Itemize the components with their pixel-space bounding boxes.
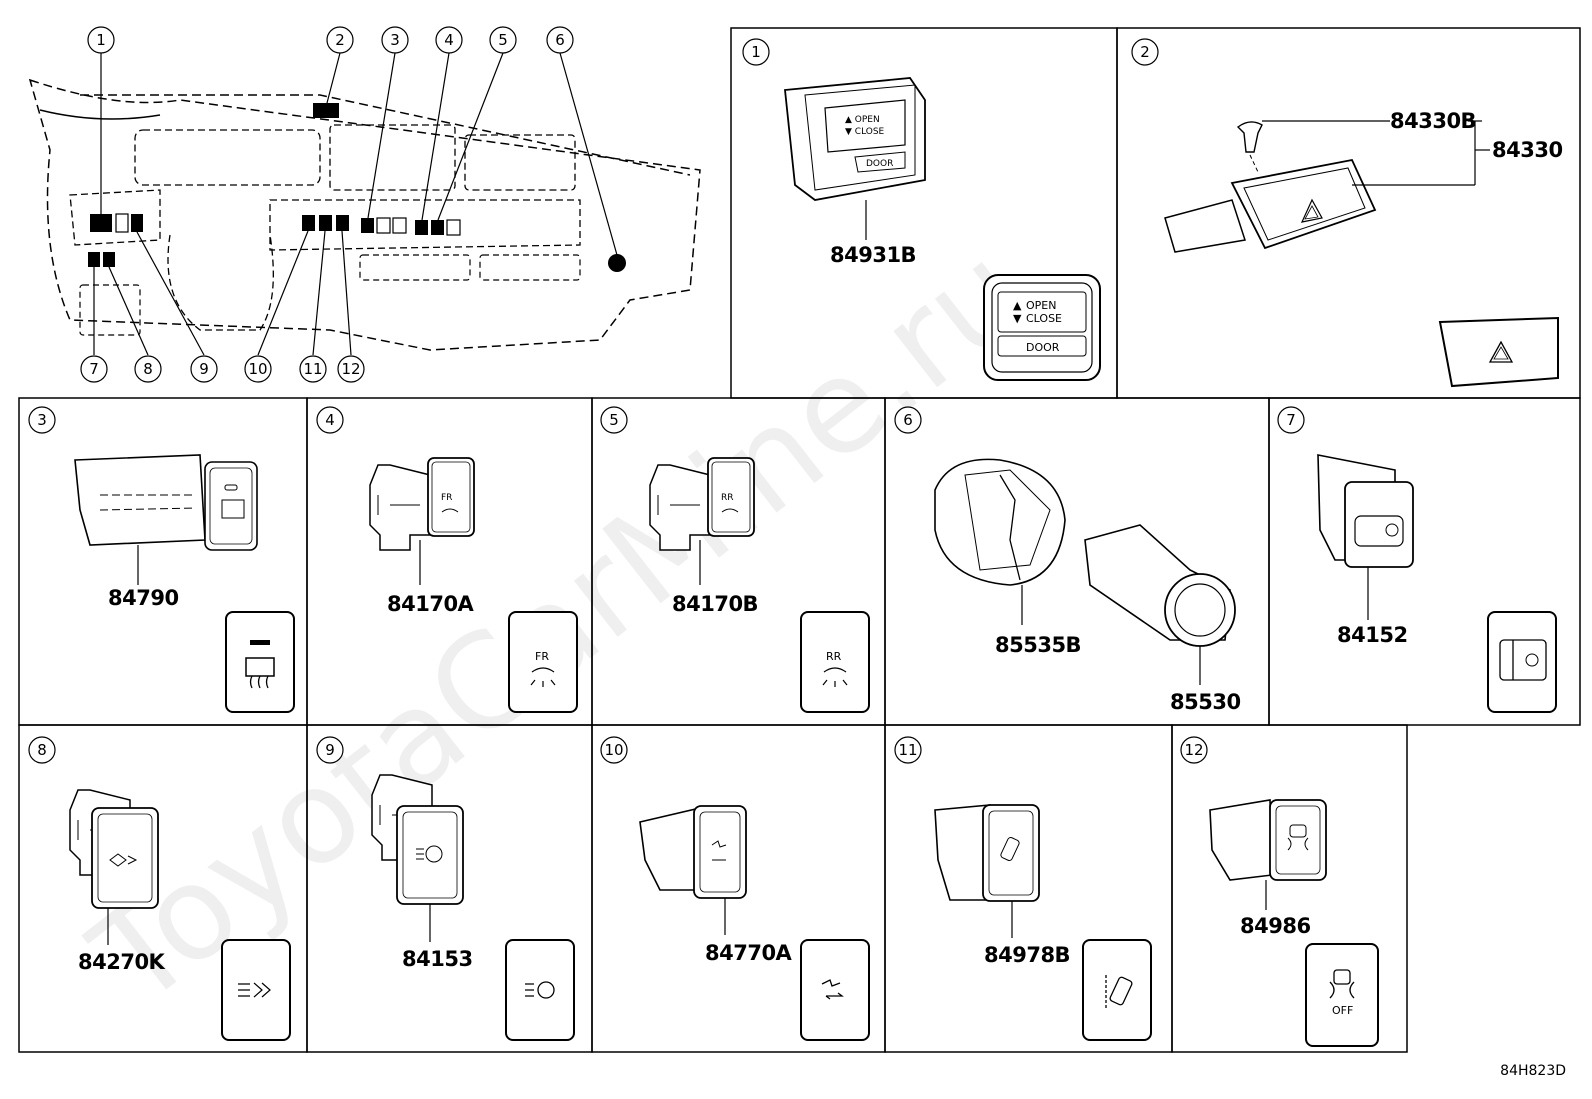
part-84270K: 84270K: [78, 950, 166, 974]
callout-3: 3: [390, 31, 400, 49]
part-84170A: 84170A: [387, 592, 475, 616]
panel-8-switch: 84270K: [69, 789, 291, 1041]
panel-11-switch: 84978B: [934, 804, 1152, 1041]
panel-9-switch: 84153: [371, 774, 575, 1041]
callout-12: 12: [341, 360, 360, 378]
panel-2-hazard-switch: 84330B 84330: [1164, 109, 1563, 388]
panel-10-switch: 84770A: [639, 805, 870, 1041]
part-84931B: 84931B: [830, 243, 916, 267]
part-85535B: 85535B: [995, 633, 1081, 657]
callout-4: 4: [444, 31, 454, 49]
panel-4-number: 4: [325, 411, 335, 429]
panel-6-number: 6: [903, 411, 913, 429]
svg-text:▲ OPEN: ▲ OPEN: [845, 115, 880, 125]
callout-7: 7: [89, 360, 99, 378]
dashboard-overview: 1 2 3 4 5 6 7 8 9 10 11 12: [28, 26, 701, 383]
panel-5-number: 5: [609, 411, 619, 429]
rr-icon-text: RR: [826, 650, 842, 663]
panel-10-number: 10: [604, 741, 623, 759]
part-84330: 84330: [1492, 138, 1563, 162]
part-84770A: 84770A: [705, 941, 793, 965]
callout-11: 11: [303, 360, 322, 378]
panel-5-rear-fog-switch: RR 84170B RR: [649, 457, 870, 713]
callout-2: 2: [335, 31, 345, 49]
panel-6-power-outlet: 85535B 85530: [934, 458, 1241, 714]
panel-3-defogger-switch: 84790: [74, 454, 295, 713]
svg-text:▼ CLOSE: ▼ CLOSE: [845, 127, 885, 137]
callout-6: 6: [555, 31, 565, 49]
figure-code: 84H823D: [1500, 1063, 1566, 1079]
svg-text:RR: RR: [721, 493, 734, 503]
panel-7-number: 7: [1286, 411, 1296, 429]
part-84330B: 84330B: [1390, 109, 1476, 133]
panel-12-vsc-off-switch: 84986 OFF: [1209, 799, 1379, 1047]
door-open-label: OPEN: [1026, 299, 1056, 312]
svg-text:▼: ▼: [1013, 312, 1022, 325]
callout-1: 1: [96, 31, 106, 49]
panel-8-number: 8: [37, 741, 47, 759]
panel-2-number: 2: [1140, 43, 1150, 61]
door-label: DOOR: [1026, 341, 1060, 354]
callout-5: 5: [498, 31, 508, 49]
panel-1-door-switch: ▲ OPEN ▼ CLOSE DOOR 84931B ▲ OPEN ▼ CLOS…: [784, 77, 1101, 381]
part-84978B: 84978B: [984, 943, 1070, 967]
fr-icon-text: FR: [535, 650, 549, 663]
part-85530: 85530: [1170, 690, 1241, 714]
panel-3-number: 3: [37, 411, 47, 429]
panel-grid: [18, 27, 1581, 1053]
svg-text:DOOR: DOOR: [866, 159, 893, 169]
part-84790: 84790: [108, 586, 179, 610]
part-84986: 84986: [1240, 914, 1311, 938]
svg-text:FR: FR: [441, 493, 452, 503]
door-close-label: CLOSE: [1026, 312, 1062, 325]
callout-9: 9: [199, 360, 209, 378]
part-84152: 84152: [1337, 623, 1408, 647]
svg-text:▲: ▲: [1013, 299, 1022, 312]
part-84170B: 84170B: [672, 592, 758, 616]
panel-1-number: 1: [751, 43, 761, 61]
part-84153: 84153: [402, 947, 473, 971]
callout-8: 8: [143, 360, 153, 378]
panel-7-leveling-switch: 84152: [1317, 454, 1557, 713]
panel-11-number: 11: [898, 741, 917, 759]
panel-9-number: 9: [325, 741, 335, 759]
vsc-off-text: OFF: [1332, 1004, 1353, 1017]
panel-12-number: 12: [1184, 741, 1203, 759]
callout-10: 10: [248, 360, 267, 378]
panel-4-front-fog-switch: FR 84170A FR: [369, 457, 578, 713]
